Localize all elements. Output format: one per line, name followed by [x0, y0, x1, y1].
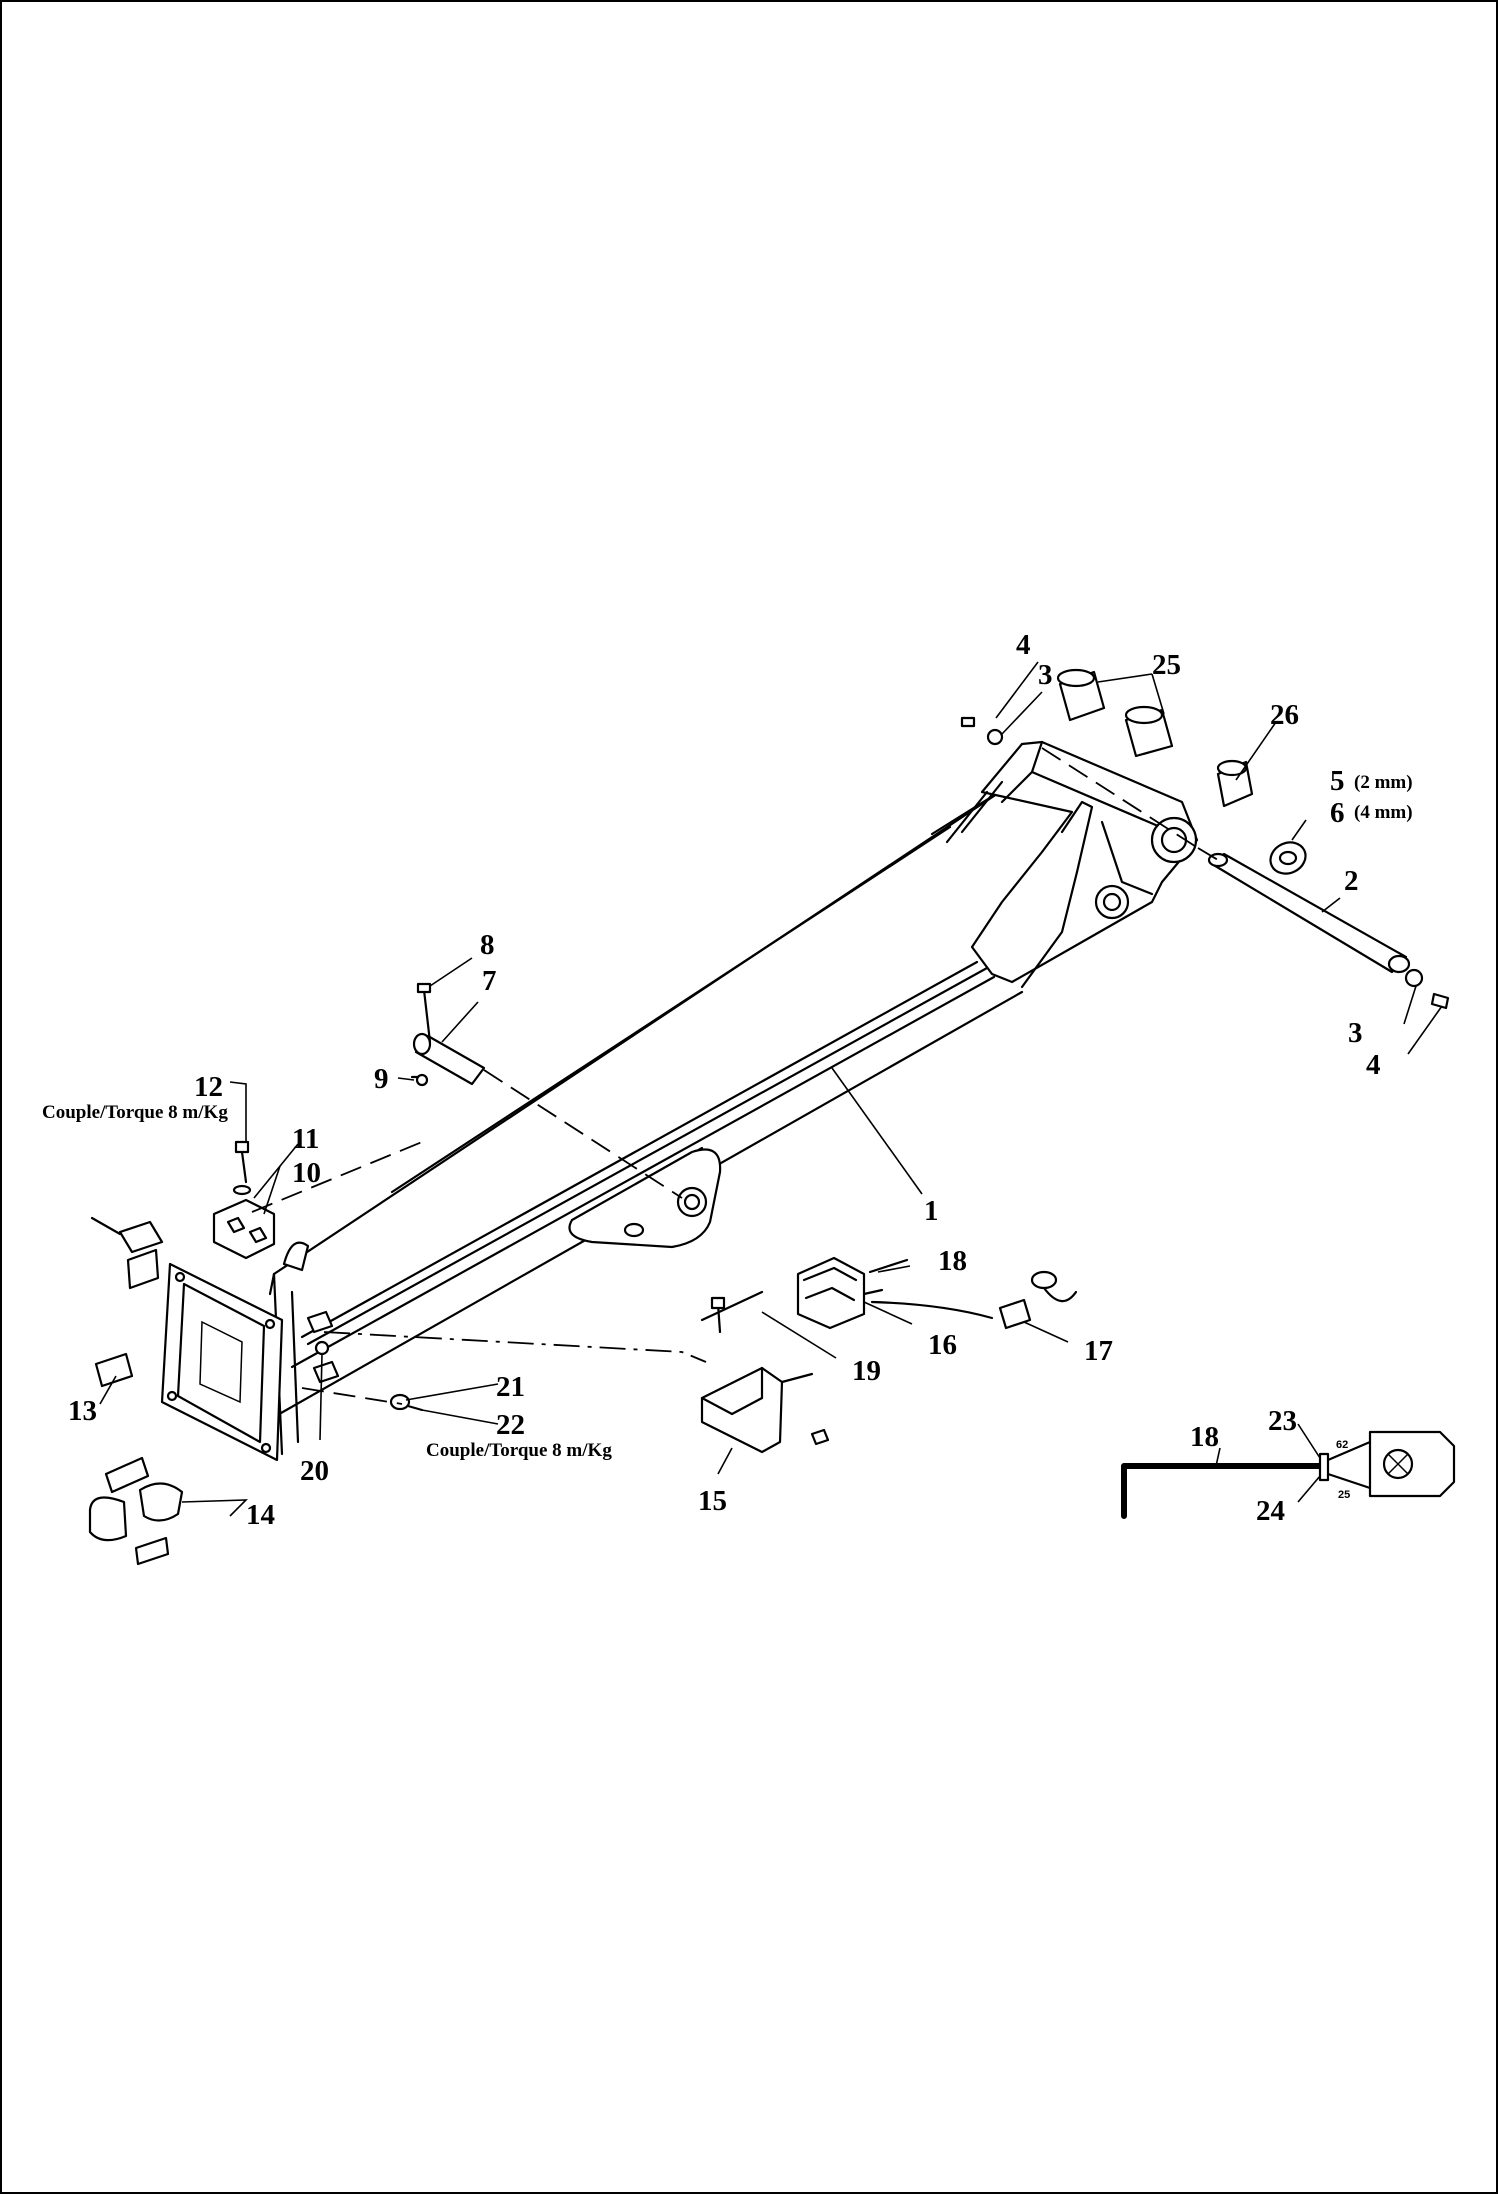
clamp-10 [212, 1140, 276, 1260]
boom-head [945, 740, 1199, 989]
washer-3-right [1404, 968, 1424, 988]
leader-lines [99, 661, 1443, 1517]
callout-24: 24 [1256, 1495, 1285, 1527]
callout-18-top: 18 [938, 1245, 967, 1277]
callout-22: 22 [496, 1409, 525, 1441]
bolt-21-22 [389, 1393, 424, 1412]
callout-13: 13 [68, 1395, 97, 1427]
callout-2: 2 [1344, 865, 1359, 897]
callout-5: 5 [1330, 765, 1345, 797]
callout-6-note: (4 mm) [1354, 802, 1413, 823]
terminal-62-label: 62 [1336, 1439, 1348, 1451]
bushing-25 [1056, 668, 1174, 758]
bracket-15 [700, 1290, 830, 1454]
callout-25: 25 [1152, 649, 1181, 681]
callout-17: 17 [1084, 1335, 1113, 1367]
lamp-17 [870, 1270, 1078, 1330]
callout-18-wiring: 18 [1190, 1421, 1219, 1453]
callout-10: 10 [292, 1157, 321, 1189]
boom-arm [268, 782, 1024, 1456]
callout-6: 6 [1330, 797, 1345, 829]
washer-3-left [986, 728, 1004, 746]
callout-12: 12 [194, 1071, 223, 1103]
torque-note-upper: Couple/Torque 8 m/Kg [42, 1102, 228, 1123]
callout-19: 19 [852, 1355, 881, 1387]
callout-23: 23 [1268, 1405, 1297, 1437]
callout-8: 8 [480, 929, 495, 961]
callout-16: 16 [928, 1329, 957, 1361]
callout-20: 20 [300, 1455, 329, 1487]
callout-5-note: (2 mm) [1354, 772, 1413, 793]
callout-7: 7 [482, 965, 497, 997]
callout-9: 9 [374, 1063, 389, 1095]
boom-flange [160, 1262, 284, 1462]
callout-4-right: 4 [1366, 1049, 1381, 1081]
callout-3-right: 3 [1348, 1017, 1363, 1049]
pad-13 [94, 1352, 134, 1388]
bolt-4-right [1430, 992, 1450, 1010]
callout-21: 21 [496, 1371, 525, 1403]
bushing-26 [1216, 759, 1254, 808]
lifting-eye [282, 1241, 310, 1272]
pads-14 [88, 1456, 184, 1566]
clip-left [90, 1216, 164, 1290]
axis-line-21 [301, 1387, 403, 1405]
axis-line-pin [1197, 847, 1219, 861]
callout-4-top: 4 [1016, 629, 1031, 661]
callout-26: 26 [1270, 699, 1299, 731]
callout-14: 14 [246, 1499, 275, 1531]
pin-7 [410, 982, 486, 1087]
torque-note-lower: Couple/Torque 8 m/Kg [426, 1440, 612, 1461]
axis-line-7 [483, 1069, 683, 1199]
callout-1: 1 [924, 1195, 939, 1227]
callout-15: 15 [698, 1485, 727, 1517]
callout-3-top: 3 [1038, 659, 1053, 691]
terminal-box-16 [796, 1256, 909, 1330]
axis-line-19 [323, 1331, 707, 1363]
washer-5-6 [1269, 841, 1307, 875]
block-20 [306, 1310, 340, 1384]
axis-line-flange [251, 1141, 423, 1213]
wiring-diagram [1121, 1430, 1456, 1519]
pin-2 [1207, 852, 1411, 974]
bolt-4-left [960, 716, 976, 728]
callout-11: 11 [292, 1123, 319, 1155]
terminal-25-label: 25 [1338, 1489, 1350, 1501]
